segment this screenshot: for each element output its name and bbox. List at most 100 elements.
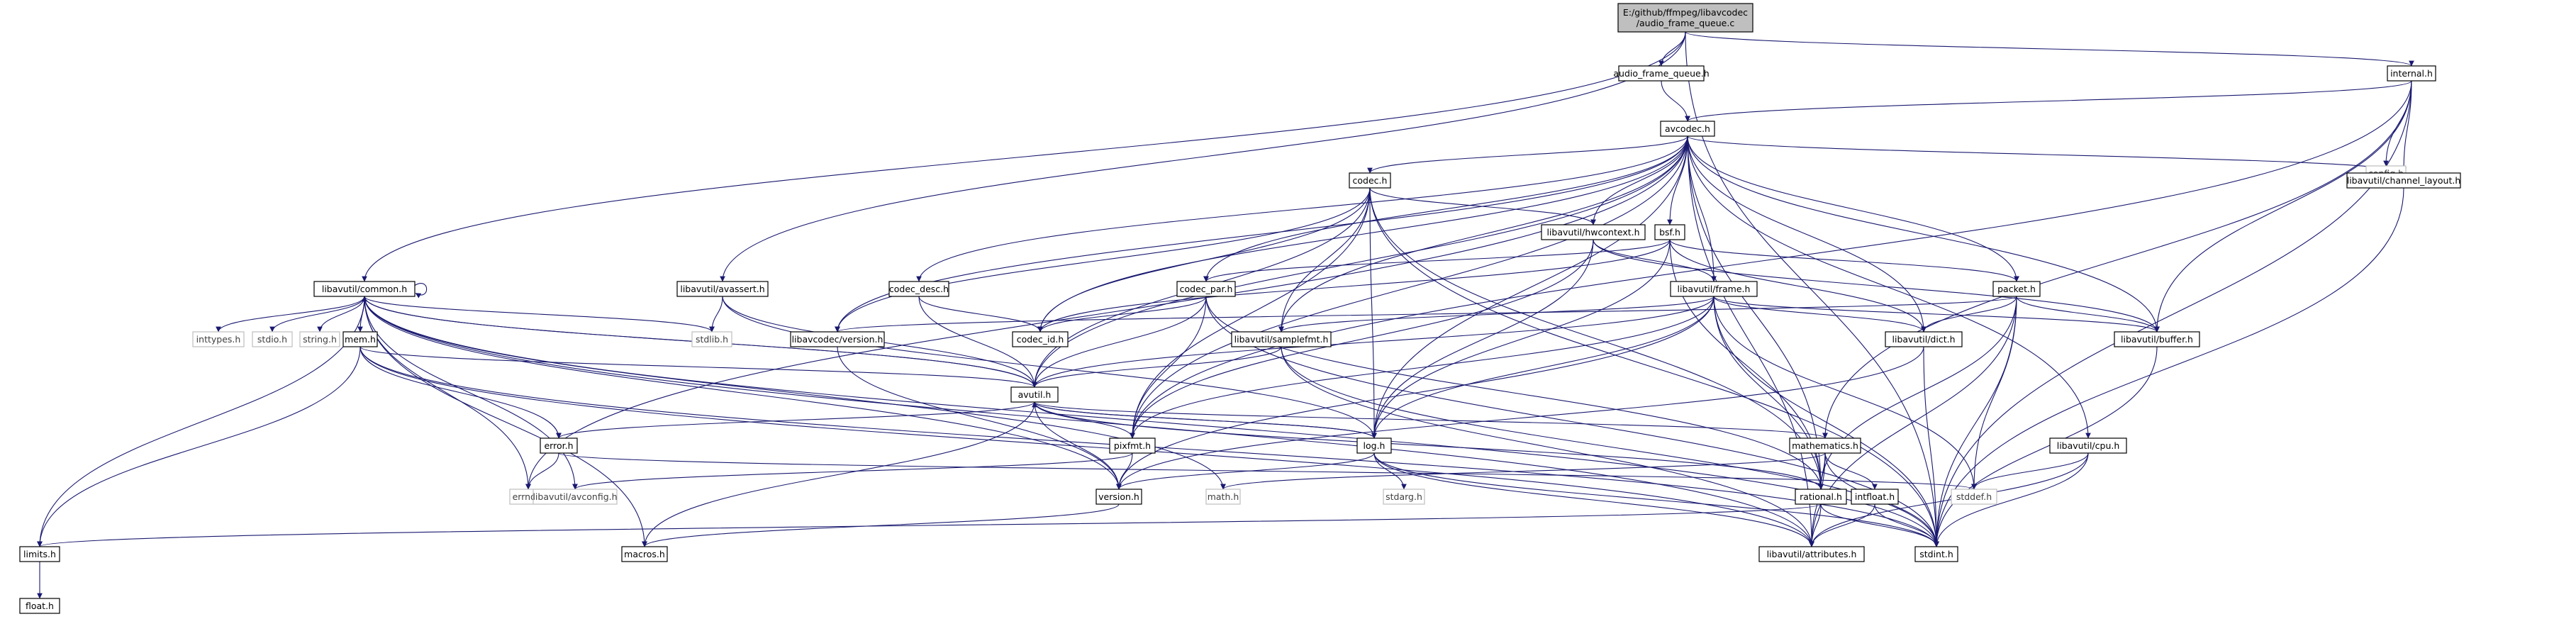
node-chlayout-h[interactable]: libavutil/channel_layout.h: [2346, 172, 2461, 189]
edge-avcodec-h-to-hwcontext-h: [1590, 135, 1688, 225]
node-math-h: math.h: [1205, 489, 1241, 505]
edge-avcodec-h-to-buffer-h: [1687, 135, 2160, 333]
node-label: version.h: [1098, 491, 1139, 502]
node-label: mathematics.h: [1792, 440, 1858, 451]
edge-rational-h-to-stdint-h: [1820, 503, 1939, 547]
node-codec-id-h[interactable]: codec_id.h: [1012, 331, 1069, 347]
edge-bsf-h-to-codec-par-h: [1203, 239, 1671, 282]
node-mathematics-h[interactable]: mathematics.h: [1789, 437, 1861, 454]
node-label: libavutil/buffer.h: [2121, 334, 2193, 345]
node-inttypes-h: inttypes.h: [192, 331, 245, 347]
edge-packet-h-to-buffer-h: [2016, 296, 2160, 333]
edge-avcodec-h-to-codec-desc-h: [916, 135, 1688, 282]
node-internal-h[interactable]: internal.h: [2387, 65, 2436, 82]
edge-bsf-h-to-log-h: [1371, 239, 1671, 439]
edge-samplefmt-h-to-stdint-h: [1281, 346, 1939, 547]
edge-common-h-to-stdint-h: [364, 296, 1939, 547]
edge-samplefmt-h-to-avutil-h: [1032, 346, 1282, 388]
node-macros-h[interactable]: macros.h: [621, 546, 668, 562]
edge-intfloat-h-to-attributes-h: [1809, 503, 1875, 547]
node-stdint-h[interactable]: stdint.h: [1914, 546, 1958, 562]
dependency-edges: [37, 31, 2414, 599]
node-label: libavcodec/version.h: [792, 334, 883, 345]
edge-packet-h-to-dict-h: [1921, 296, 2017, 333]
edge-hwcontext-h-to-pixfmt-h: [1130, 239, 1594, 439]
node-cpu-h[interactable]: libavutil/cpu.h: [2049, 437, 2127, 454]
edge-codec-h-to-codec-id-h: [1037, 187, 1371, 333]
node-frame-h[interactable]: libavutil/frame.h: [1670, 281, 1758, 297]
edge-bsf-h-to-packet-h: [1669, 239, 2019, 282]
node-hwcontext-h[interactable]: libavutil/hwcontext.h: [1541, 224, 1646, 240]
node-rational-h[interactable]: rational.h: [1795, 489, 1847, 505]
node-float-h[interactable]: float.h: [19, 598, 60, 614]
node-label: libavutil/attributes.h: [1767, 549, 1857, 559]
edge-common-h-to-attributes-h: [364, 296, 1814, 547]
node-label: codec_id.h: [1017, 334, 1064, 345]
node-label: libavutil/cpu.h: [2057, 440, 2120, 451]
edge-dict-h-to-stdint-h: [1923, 346, 1939, 547]
edge-avcodec-h-to-packet-h: [1687, 135, 2019, 282]
edge-internal-h-to-pixfmt-h: [1130, 80, 2412, 439]
edge-mem-h-to-error-h: [359, 346, 562, 439]
edge-codec-par-h-to-codec-id-h: [1037, 296, 1207, 333]
node-buffer-h[interactable]: libavutil/buffer.h: [2114, 331, 2200, 347]
node-label: libavutil/channel_layout.h: [2347, 175, 2461, 186]
edge-common-h-to-errno-h: [364, 296, 531, 490]
node-limits-h[interactable]: limits.h: [19, 546, 60, 562]
edge-avcodec-h-to-codec-h: [1367, 135, 1688, 174]
node-lavc-version-h[interactable]: libavcodec/version.h: [790, 331, 885, 347]
node-label: libavutil/frame.h: [1678, 284, 1751, 294]
edge-log-h-to-avutil-h: [1032, 401, 1375, 439]
edge-internal-h-to-avcodec-h: [1685, 80, 2412, 122]
node-avassert-h[interactable]: libavutil/avassert.h: [676, 281, 769, 297]
node-attributes-h[interactable]: libavutil/attributes.h: [1758, 546, 1865, 562]
edge-cpu-h-to-stddef-h: [1971, 452, 2089, 490]
edge-intfloat-h-to-stdint-h: [1874, 503, 1939, 547]
node-stddef-h: stddef.h: [1951, 489, 1997, 505]
node-dict-h[interactable]: libavutil/dict.h: [1885, 331, 1963, 347]
edge-root-to-avassert-h: [720, 31, 1686, 282]
node-common-h[interactable]: libavutil/common.h: [313, 281, 416, 297]
node-afq-h[interactable]: audio_frame_queue.h: [1613, 65, 1710, 82]
node-label: packet.h: [1997, 284, 2036, 294]
node-codec-par-h[interactable]: codec_par.h: [1176, 281, 1236, 297]
edge-error-h-to-errno-h: [525, 452, 559, 490]
node-avcodec-h[interactable]: avcodec.h: [1660, 121, 1715, 137]
node-label: libavutil/samplefmt.h: [1234, 334, 1329, 345]
node-codec-h[interactable]: codec.h: [1349, 172, 1391, 189]
edge-common-h-to-macros-h: [364, 296, 647, 547]
node-version-h[interactable]: version.h: [1095, 489, 1142, 505]
node-label: libavutil/dict.h: [1892, 334, 1956, 345]
node-error-h[interactable]: error.h: [540, 437, 578, 454]
edge-avcodec-h-to-samplefmt-h: [1278, 135, 1688, 333]
edge-cpu-h-to-attributes-h: [1809, 452, 2089, 547]
node-codec-desc-h[interactable]: codec_desc.h: [888, 281, 949, 297]
edge-frame-h-to-log-h: [1371, 296, 1714, 439]
edge-codec-h-to-rational-h: [1369, 187, 1824, 490]
edge-mem-h-to-limits-h: [37, 346, 361, 547]
node-log-h[interactable]: log.h: [1356, 437, 1392, 454]
edge-codec-par-h-to-avutil-h: [1032, 296, 1207, 388]
node-label: libavutil/avassert.h: [680, 284, 764, 294]
edge-hwcontext-h-to-log-h: [1371, 239, 1594, 439]
node-label: /audio_frame_queue.c: [1637, 18, 1735, 28]
node-pixfmt-h[interactable]: pixfmt.h: [1109, 437, 1156, 454]
node-mem-h[interactable]: mem.h: [342, 331, 378, 347]
edge-avutil-h-to-rational-h: [1034, 401, 1824, 490]
edge-avcodec-h-to-log-h: [1371, 135, 1688, 439]
node-avutil-h[interactable]: avutil.h: [1010, 386, 1059, 403]
node-label: libavutil/avconfig.h: [533, 491, 617, 502]
node-bsf-h[interactable]: bsf.h: [1654, 224, 1685, 240]
edge-rational-h-to-limits-h: [37, 503, 1822, 547]
node-packet-h[interactable]: packet.h: [1992, 281, 2041, 297]
node-label: avutil.h: [1018, 389, 1052, 400]
node-intfloat-h[interactable]: intfloat.h: [1851, 489, 1899, 505]
edge-log-h-to-stdarg-h: [1373, 452, 1407, 490]
edge-avcodec-h-to-frame-h: [1687, 135, 1717, 282]
edge-codec-h-to-samplefmt-h: [1278, 187, 1371, 333]
node-label: math.h: [1208, 491, 1239, 502]
edge-common-h-to-math-h: [364, 296, 1226, 490]
dependency-nodes: E:/github/ffmpeg/libavcodec/audio_frame_…: [19, 3, 2461, 614]
edge-hwcontext-h-to-buffer-h: [1593, 239, 2160, 333]
node-samplefmt-h[interactable]: libavutil/samplefmt.h: [1231, 331, 1332, 347]
